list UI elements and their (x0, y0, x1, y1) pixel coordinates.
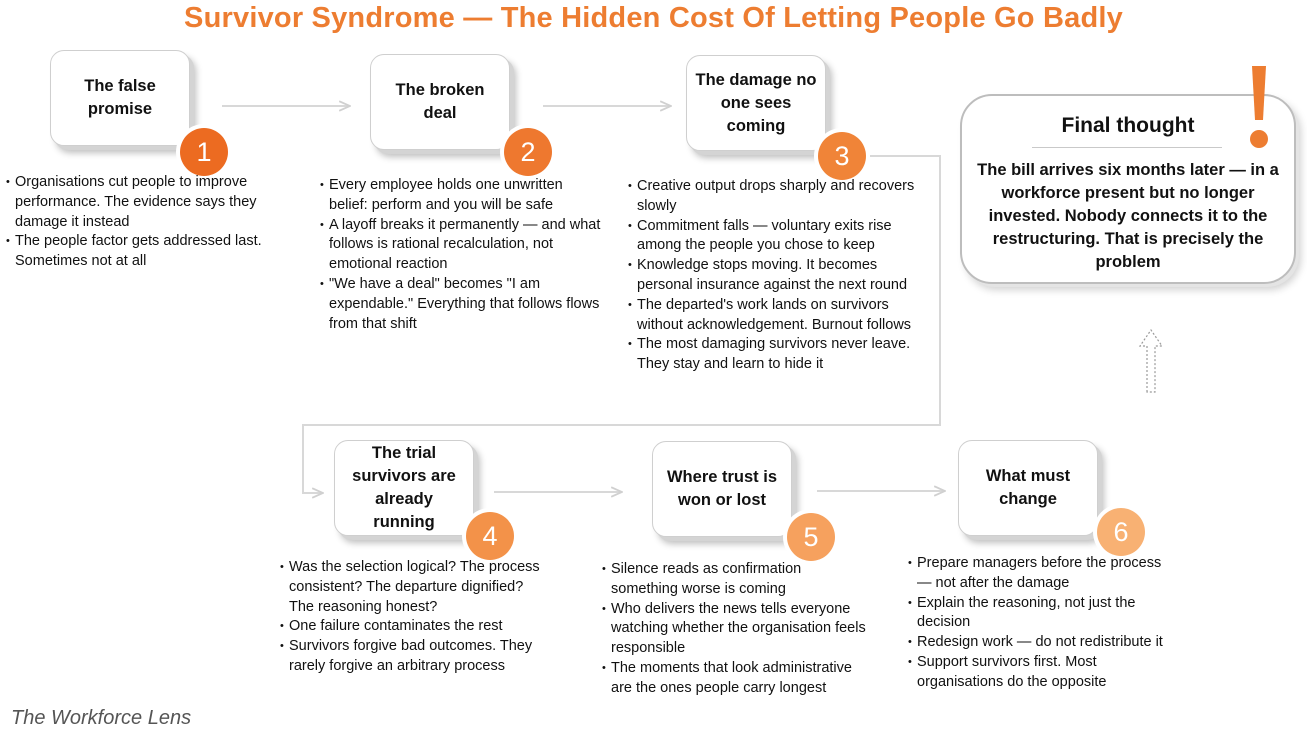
footer-brand: The Workforce Lens (11, 707, 192, 729)
step-4-title: The trial survivors are already running (352, 444, 456, 531)
bullet: Silence reads as confirmation something … (602, 560, 866, 600)
bullet: Organisations cut people to improve perf… (6, 173, 302, 232)
step-1-title: The false promise (84, 77, 156, 118)
step-2-title: The broken deal (395, 81, 485, 122)
step-2-bullets: Every employee holds one unwritten belie… (320, 176, 602, 334)
step-5-box: Where trust is won or lost (652, 441, 792, 537)
step-6-bullets: Prepare managers before the process — no… (908, 554, 1170, 693)
step-5-title: Where trust is won or lost (666, 468, 778, 509)
step-4-badge: 4 (466, 512, 514, 560)
bullet: A layoff breaks it permanently — and wha… (320, 216, 602, 275)
bullet: One failure contaminates the rest (280, 617, 542, 637)
bullet: Was the selection logical? The process c… (280, 558, 542, 617)
exclamation-icon (1250, 66, 1268, 148)
arrow-3-to-4 (302, 155, 941, 493)
step-3-bullets: Creative output drops sharply and recove… (628, 177, 926, 375)
final-thought-body: The bill arrives six months later — in a… (977, 161, 1279, 271)
bullet: Creative output drops sharply and recove… (628, 177, 926, 217)
step-2-badge: 2 (504, 128, 552, 176)
step-2-number: 2 (520, 136, 536, 167)
step-6-badge: 6 (1097, 508, 1145, 556)
step-4-box: The trial survivors are already running (334, 440, 474, 536)
step-3-title: The damage no one sees coming (695, 70, 817, 135)
bullet: "We have a deal" becomes "I am expendabl… (320, 275, 602, 334)
bullet: Prepare managers before the process — no… (908, 554, 1170, 594)
final-thought-heading: Final thought (1061, 114, 1195, 137)
step-3-badge: 3 (818, 132, 866, 180)
step-1-bullets: Organisations cut people to improve perf… (6, 173, 302, 272)
bullet: Who delivers the news tells everyone wat… (602, 600, 866, 659)
step-6-box: What must change (958, 440, 1098, 536)
step-4-bullets: Was the selection logical? The process c… (280, 558, 542, 677)
diagram-title: Survivor Syndrome — The Hidden Cost Of L… (184, 2, 1123, 34)
bullet: Explain the reasoning, not just the deci… (908, 594, 1170, 634)
step-3-box: The damage no one sees coming (686, 55, 826, 151)
bullet: The most damaging survivors never leave.… (628, 335, 926, 375)
step-1-number: 1 (196, 136, 212, 167)
step-5-number: 5 (803, 521, 819, 552)
step-1-badge: 1 (180, 128, 228, 176)
final-thought-box: Final thought The bill arrives six month… (960, 94, 1296, 284)
bullet: Knowledge stops moving. It becomes perso… (628, 256, 926, 296)
step-4-number: 4 (482, 520, 498, 551)
bullet: Support survivors first. Most organisati… (908, 653, 1170, 693)
step-5-bullets: Silence reads as confirmation something … (602, 560, 866, 699)
step-5-badge: 5 (787, 513, 835, 561)
bullet: Redesign work — do not redistribute it (908, 633, 1170, 653)
bullet: The departed's work lands on survivors w… (628, 296, 926, 336)
step-6-title: What must change (985, 467, 1071, 508)
bullet: Commitment falls — voluntary exits rise … (628, 217, 926, 257)
step-2-box: The broken deal (370, 54, 510, 150)
bullet: Every employee holds one unwritten belie… (320, 176, 602, 216)
step-3-number: 3 (834, 140, 850, 171)
up-arrow-icon (1138, 328, 1164, 393)
final-thought-divider (1032, 147, 1222, 148)
step-6-number: 6 (1113, 516, 1129, 547)
bullet: The people factor gets addressed last. S… (6, 232, 302, 272)
bullet: The moments that look administrative are… (602, 659, 866, 699)
step-1-box: The false promise (50, 50, 190, 146)
bullet: Survivors forgive bad outcomes. They rar… (280, 637, 542, 677)
